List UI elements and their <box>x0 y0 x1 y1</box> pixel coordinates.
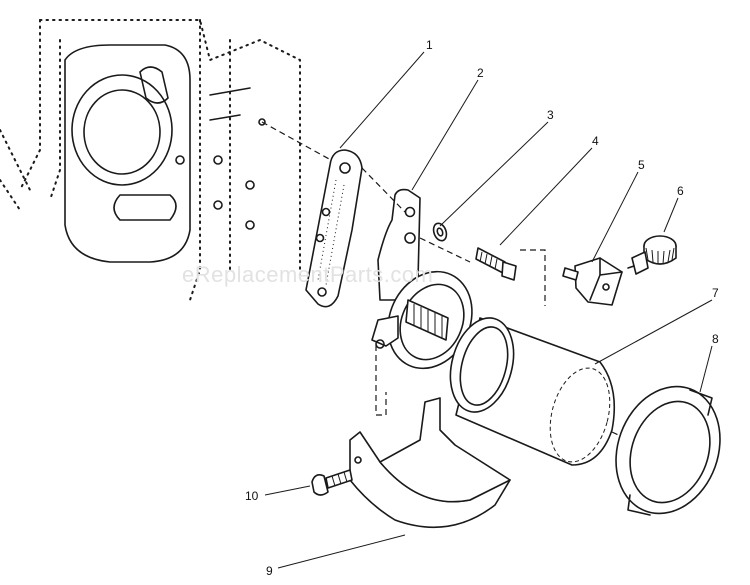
mounting-ring-part-8 <box>615 385 721 516</box>
callout-7: 7 <box>712 286 719 300</box>
motor-end-bell <box>371 270 473 370</box>
lower-guard-part-9 <box>349 397 511 529</box>
mounting-strap-part-1 <box>305 149 363 308</box>
callout-4: 4 <box>592 134 599 148</box>
callout-2: 2 <box>477 66 484 80</box>
engine-block-housing <box>0 19 341 301</box>
callout-6: 6 <box>677 184 684 198</box>
callout-5: 5 <box>638 158 645 172</box>
washer-part-3 <box>432 222 448 242</box>
connector-block-part-5 <box>562 257 623 306</box>
terminal-knob-part-6 <box>627 235 677 275</box>
screw-part-10 <box>311 469 353 496</box>
watermark-text: eReplacementParts.com <box>182 262 433 287</box>
bracket-part-2 <box>361 167 546 416</box>
callout-3: 3 <box>547 108 554 122</box>
callout-10: 10 <box>245 489 259 503</box>
bolt-part-4 <box>475 247 517 281</box>
callout-9: 9 <box>266 564 273 578</box>
leader-lines <box>264 51 713 569</box>
callout-8: 8 <box>712 332 719 346</box>
motor-cylinder-part-7 <box>449 317 641 466</box>
callout-1: 1 <box>426 38 433 52</box>
